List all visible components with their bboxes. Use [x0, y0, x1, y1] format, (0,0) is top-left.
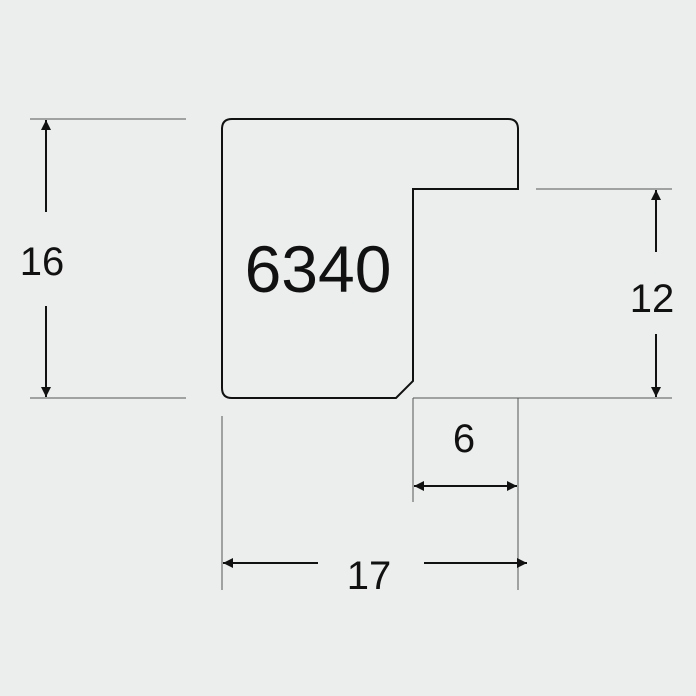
dim-label-height-total: 16 — [20, 240, 65, 284]
profile-code: 6340 — [245, 232, 392, 306]
dim-label-width-rebate: 6 — [453, 417, 475, 461]
profile-outline — [221, 118, 519, 399]
dim-label-width-total: 17 — [347, 554, 392, 598]
dim-label-height-rebate: 12 — [630, 277, 675, 321]
